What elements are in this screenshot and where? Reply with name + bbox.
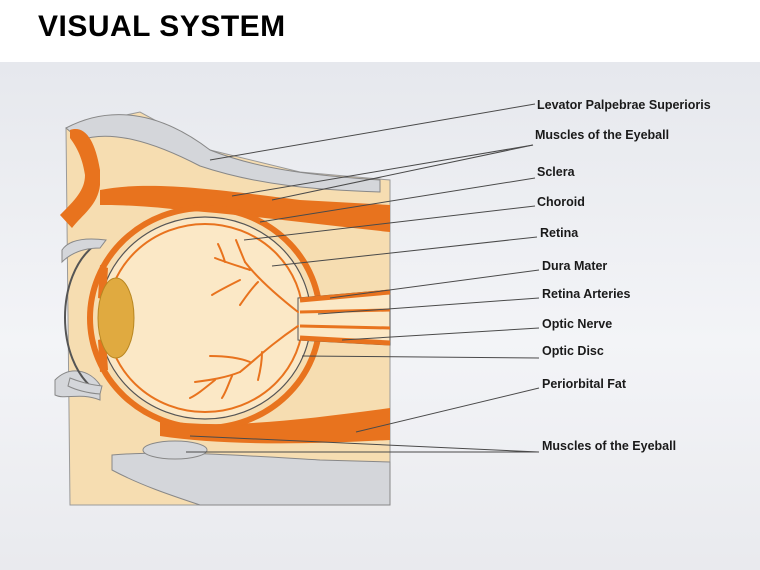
label-optic-disc: Optic Disc xyxy=(542,344,604,358)
label-retina-arteries: Retina Arteries xyxy=(542,287,631,301)
label-muscles-top: Muscles of the Eyeball xyxy=(535,128,670,142)
title-band: VISUAL SYSTEM xyxy=(0,0,760,62)
leader-lines xyxy=(186,103,540,453)
eyelid-lower xyxy=(67,377,103,395)
cornea xyxy=(64,244,96,391)
inferior-rectus xyxy=(160,408,390,444)
lower-fat xyxy=(142,440,208,460)
page-title: VISUAL SYSTEM xyxy=(38,10,286,43)
nerve-fiber-2 xyxy=(299,324,391,330)
lens xyxy=(97,277,135,359)
label-dura-mater: Dura Mater xyxy=(542,259,608,273)
upper-bone xyxy=(65,114,381,193)
label-choroid: Choroid xyxy=(537,195,585,209)
label-periorbital-fat: Periorbital Fat xyxy=(542,377,627,391)
label-optic-nerve: Optic Nerve xyxy=(542,317,613,331)
dura-sheath-bottom xyxy=(299,335,391,346)
label-levator: Levator Palpebrae Superioris xyxy=(537,98,711,112)
eyelid-upper xyxy=(61,238,107,264)
upper-muscle xyxy=(60,129,100,228)
label-muscles-bottom: Muscles of the Eyeball xyxy=(542,439,677,453)
superior-rectus xyxy=(100,185,390,232)
retina-arteries-tree xyxy=(189,239,299,399)
label-retina: Retina xyxy=(540,226,579,240)
label-sclera: Sclera xyxy=(537,165,575,179)
